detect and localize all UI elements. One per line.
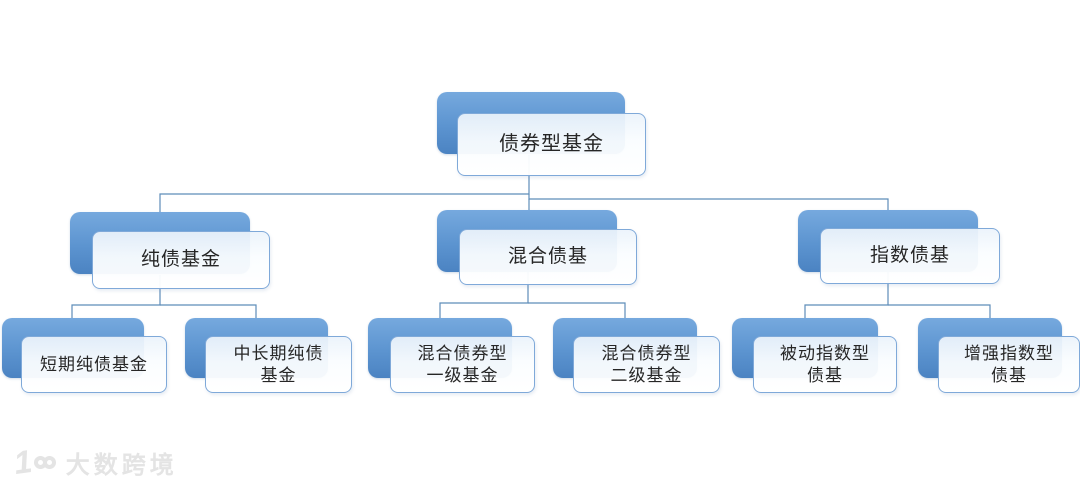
node-front-panel: 短期纯债基金 (21, 336, 167, 393)
edge-mixed-tier2 (528, 302, 626, 319)
node-front-panel: 增强指数型 债基 (938, 336, 1080, 393)
node-label: 增强指数型 债基 (964, 344, 1054, 385)
node-front-panel: 指数债基 (820, 228, 1000, 284)
node-label: 纯债基金 (140, 249, 221, 271)
watermark-text: 大数跨境 (65, 451, 178, 479)
edge-index-enhanced (888, 304, 991, 319)
node-front-panel: 中长期纯债 基金 (205, 336, 352, 393)
edge-pure-midlong (160, 304, 257, 319)
node-label: 指数债基 (869, 245, 950, 267)
node-front-panel: 混合债券型 二级基金 (573, 336, 720, 393)
node-front-panel: 混合债基 (459, 229, 637, 285)
node-front-panel: 混合债券型 一级基金 (390, 336, 535, 393)
node-label: 被动指数型 债基 (780, 344, 870, 385)
node-label: 混合债券型 二级基金 (601, 344, 692, 385)
node-label: 混合债券型 一级基金 (417, 344, 508, 385)
node-front-panel: 债券型基金 (457, 113, 646, 176)
watermark: 1 大数跨境 (12, 443, 178, 481)
node-label: 债券型基金 (499, 133, 604, 155)
node-label: 混合债基 (507, 246, 588, 268)
node-front-panel: 被动指数型 债基 (753, 336, 897, 393)
node-front-panel: 纯债基金 (92, 231, 270, 289)
node-label: 中长期纯债 基金 (233, 344, 324, 385)
node-label: 短期纯债基金 (40, 354, 148, 374)
dashukuajing-logo-icon: 1 (12, 443, 56, 481)
